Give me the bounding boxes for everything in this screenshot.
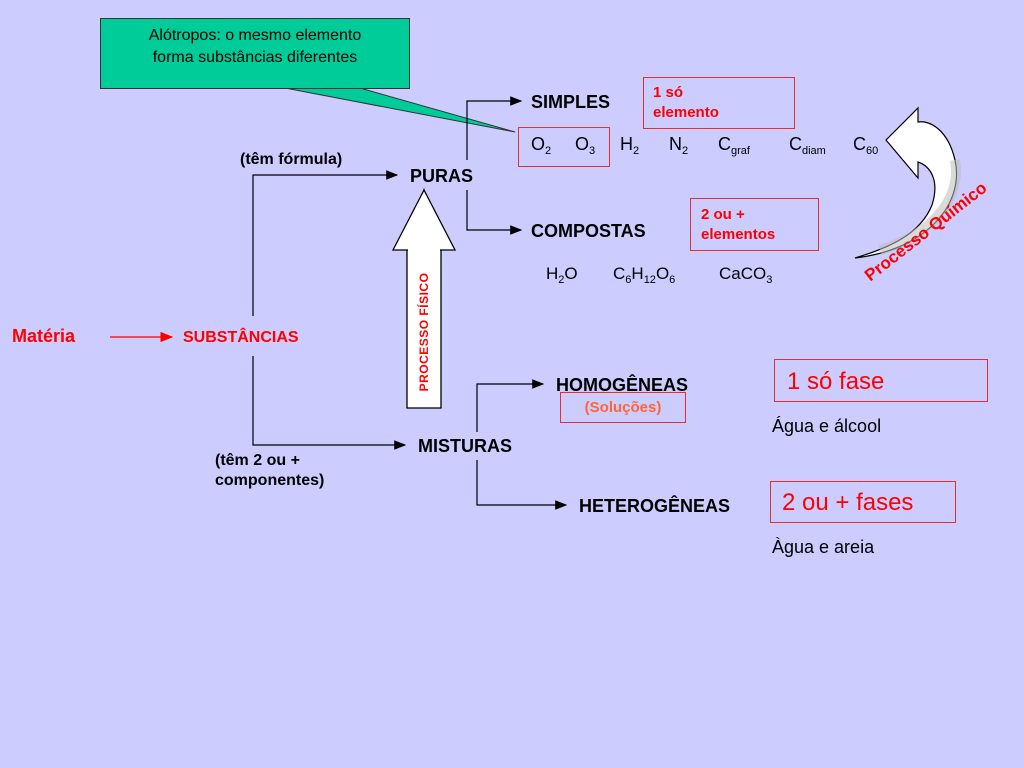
- arrow-to-simples: [466, 96, 523, 160]
- formula-cdiam: Cdiam: [789, 134, 826, 157]
- formula-o3: O3: [575, 134, 596, 157]
- arrow-to-puras: [252, 170, 399, 316]
- um-elemento-line-1: 1 só: [653, 84, 684, 101]
- compostas-label: COMPOSTAS: [531, 221, 646, 241]
- formula-glucose: C6H12O6: [613, 264, 676, 286]
- arrow-to-heterogeneas: [476, 460, 568, 510]
- formula-o2: O2: [531, 134, 552, 157]
- exemplo-homogenea: Água e álcool: [772, 416, 882, 436]
- puras-label: PURAS: [410, 166, 474, 186]
- um-elemento-box: 1 só elemento: [643, 77, 795, 129]
- formula-caco3: CaCO3: [719, 264, 773, 286]
- callout-tail: [284, 87, 516, 133]
- materia-label: Matéria: [12, 326, 76, 346]
- arrow-to-homogeneas: [476, 379, 545, 432]
- formula-h2o: H2O: [546, 264, 578, 286]
- homogeneas-label: HOMOGÊNEAS: [556, 375, 689, 395]
- dois-elementos-line-1: 2 ou +: [701, 206, 745, 223]
- um-elemento-line-2: elemento: [653, 104, 719, 121]
- solucoes-text: (Soluções): [584, 399, 662, 416]
- tem-componentes-line-1: (têm 2 ou +: [215, 452, 300, 469]
- uma-fase-box: 1 só fase: [774, 359, 988, 402]
- formula-cgraf: Cgraf: [718, 134, 750, 157]
- duas-fases-box: 2 ou + fases: [770, 481, 956, 523]
- alotropos-callout: Alótropos: o mesmo elemento forma substâ…: [100, 18, 410, 89]
- formula-n2: N2: [669, 134, 689, 157]
- arrow-to-misturas: [252, 356, 407, 450]
- tem-formula-label: (têm fórmula): [240, 151, 343, 168]
- formula-h2: H2: [620, 134, 640, 157]
- formula-c60: C60: [853, 134, 879, 157]
- tem-componentes-line-2: componentes): [215, 472, 325, 489]
- dois-elementos-line-2: elementos: [701, 226, 776, 243]
- duas-fases-text: 2 ou + fases: [782, 489, 914, 516]
- uma-fase-text: 1 só fase: [787, 368, 885, 395]
- callout-line-1: Alótropos: o mesmo elemento: [148, 27, 362, 44]
- misturas-label: MISTURAS: [418, 436, 512, 456]
- tem-componentes-label: (têm 2 ou + componentes): [215, 451, 324, 491]
- processo-fisico-label: PROCESSO FÍSICO: [417, 272, 431, 392]
- heterogeneas-label: HETEROGÊNEAS: [579, 496, 731, 516]
- substancias-label: SUBSTÂNCIAS: [183, 329, 299, 346]
- dois-elementos-box: 2 ou + elementos: [690, 198, 819, 251]
- alotropos-box: [518, 127, 610, 167]
- solucoes-box: (Soluções): [560, 392, 686, 423]
- processo-fisico-arrow-head: [391, 188, 457, 251]
- exemplo-heterogenea: Àgua e areia: [772, 537, 875, 557]
- simples-label: SIMPLES: [531, 92, 611, 112]
- callout-line-2: forma substâncias diferentes: [152, 49, 358, 66]
- arrow-to-compostas: [466, 190, 523, 235]
